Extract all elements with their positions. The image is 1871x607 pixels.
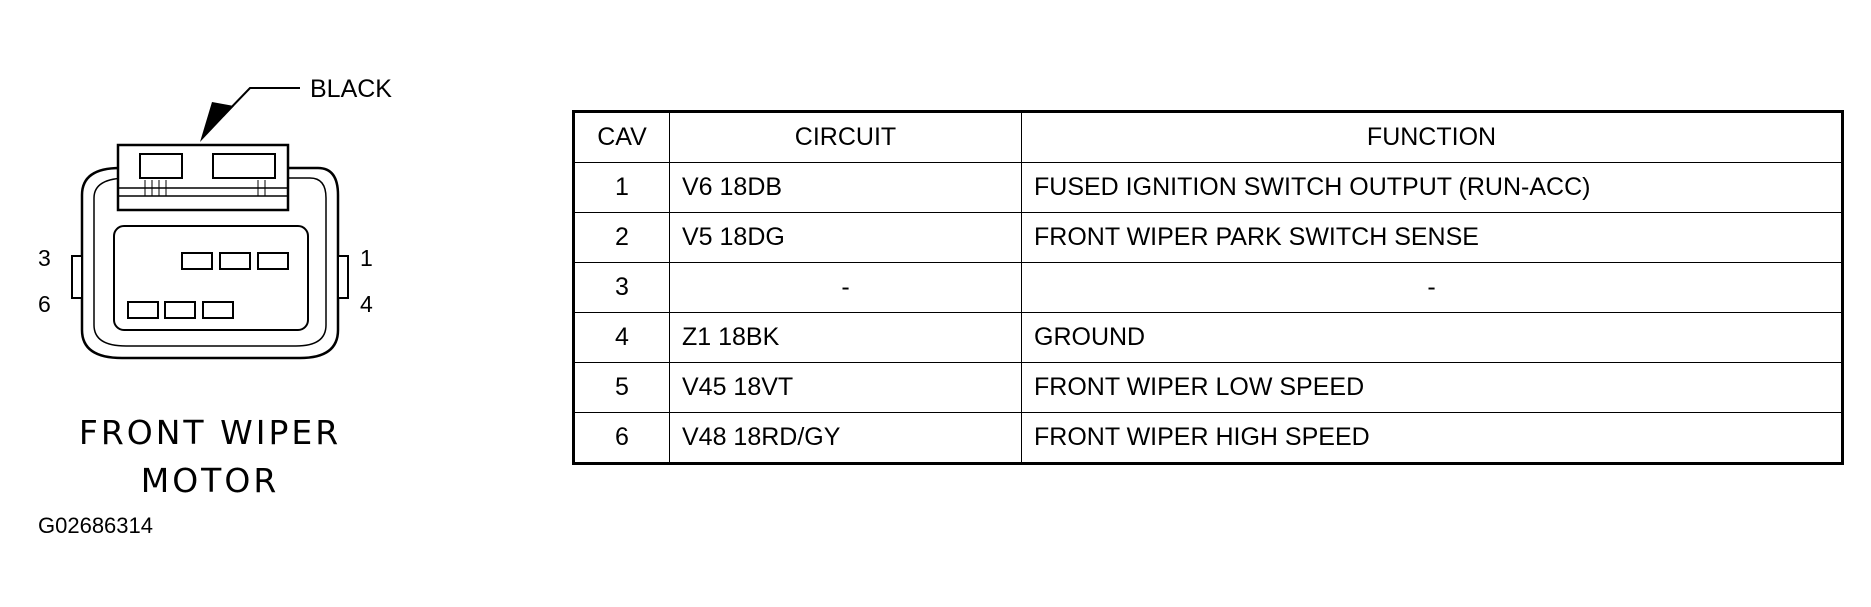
cell-cav: 3: [573, 262, 670, 313]
cavity-4: [202, 301, 234, 319]
cell-circuit: V45 18VT: [669, 362, 1022, 413]
connector-title-line1: FRONT WIPER: [79, 413, 341, 452]
cavity-area: [113, 225, 309, 331]
side-latch-right: [337, 255, 349, 299]
table-row: 1 V6 18DB FUSED IGNITION SWITCH OUTPUT (…: [573, 162, 1843, 213]
cavity-6: [127, 301, 159, 319]
cell-cav: 4: [573, 312, 670, 363]
pin-label-6: 6: [38, 291, 51, 317]
header-function: FUNCTION: [1021, 111, 1843, 163]
lock-tab-slot-right: [212, 153, 276, 179]
lock-tab-slot-left: [139, 153, 183, 179]
table-header-row: CAV CIRCUIT FUNCTION: [573, 111, 1843, 163]
cell-function: FUSED IGNITION SWITCH OUTPUT (RUN-ACC): [1021, 162, 1843, 213]
cavity-3: [181, 252, 213, 270]
header-cav: CAV: [573, 111, 670, 163]
pin-label-1: 1: [360, 245, 373, 271]
cell-cav: 2: [573, 212, 670, 263]
cell-cav: 6: [573, 412, 670, 464]
header-circuit: CIRCUIT: [669, 111, 1022, 163]
cell-function: -: [1021, 262, 1843, 313]
figure-id: G02686314: [38, 513, 153, 538]
pin-label-3: 3: [38, 245, 51, 271]
cavity-2: [219, 252, 251, 270]
color-pointer-arrowhead: [200, 102, 234, 142]
table-row: 3 - -: [573, 262, 1843, 313]
cell-function: FRONT WIPER HIGH SPEED: [1021, 412, 1843, 464]
cavity-1: [257, 252, 289, 270]
side-latch-left: [71, 255, 83, 299]
cell-circuit: V6 18DB: [669, 162, 1022, 213]
table-row: 5 V45 18VT FRONT WIPER LOW SPEED: [573, 362, 1843, 413]
cell-circuit: -: [669, 262, 1022, 313]
lock-tab-hatching: [144, 180, 266, 196]
table-row: 2 V5 18DG FRONT WIPER PARK SWITCH SENSE: [573, 212, 1843, 263]
connector-housing-inner: [93, 177, 327, 347]
cell-circuit: V5 18DG: [669, 212, 1022, 263]
cell-function: GROUND: [1021, 312, 1843, 363]
pin-label-4: 4: [360, 291, 373, 317]
connector-title-line2: MOTOR: [141, 461, 280, 500]
connector-housing: [80, 166, 340, 360]
cell-cav: 1: [573, 162, 670, 213]
cell-circuit: V48 18RD/GY: [669, 412, 1022, 464]
cell-function: FRONT WIPER LOW SPEED: [1021, 362, 1843, 413]
color-pointer-line: [222, 87, 300, 117]
connector-color-label: BLACK: [310, 75, 392, 103]
table-row: 4 Z1 18BK GROUND: [573, 312, 1843, 363]
cavity-5: [164, 301, 196, 319]
table-row: 6 V48 18RD/GY FRONT WIPER HIGH SPEED: [573, 412, 1843, 464]
cell-circuit: Z1 18BK: [669, 312, 1022, 363]
connector-diagram: BLACK 3 6 1 4 FRONT WIPER MOTOR: [38, 75, 392, 500]
cell-cav: 5: [573, 362, 670, 413]
pinout-table: CAV CIRCUIT FUNCTION 1 V6 18DB FUSED IGN…: [572, 110, 1844, 465]
cell-function: FRONT WIPER PARK SWITCH SENSE: [1021, 212, 1843, 263]
